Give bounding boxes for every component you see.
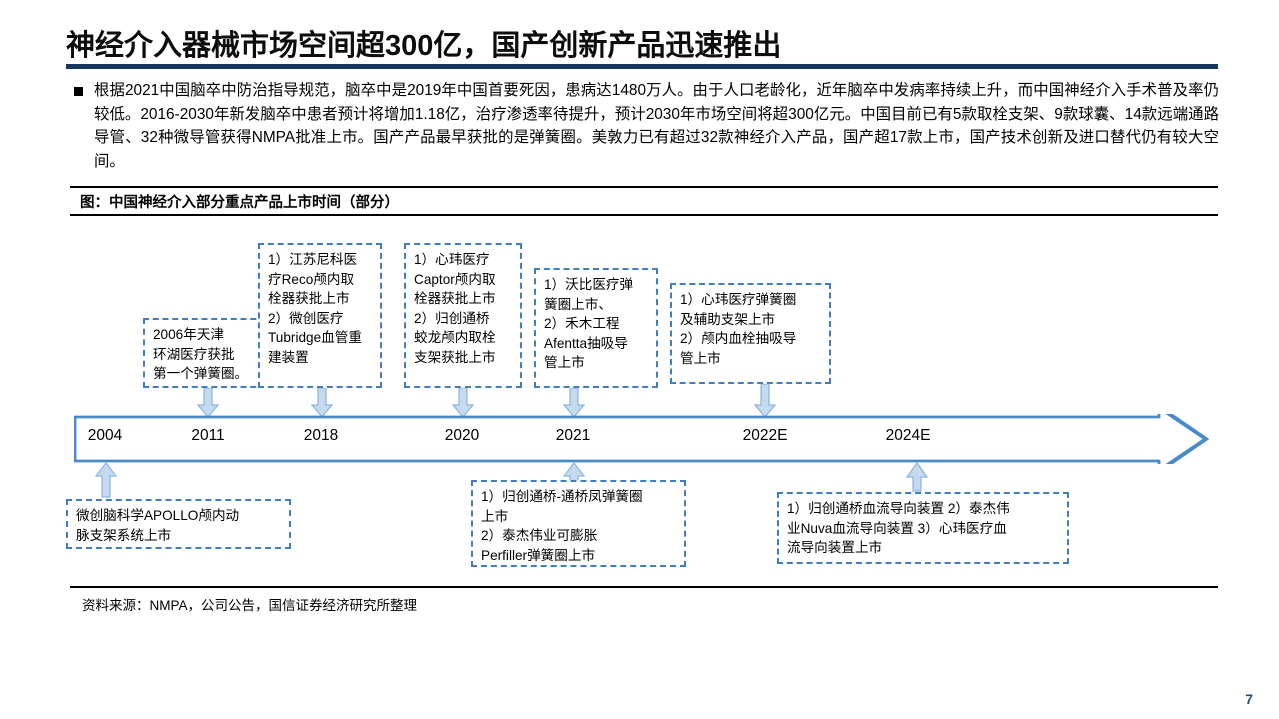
bullet-square-icon xyxy=(74,87,83,96)
callout-line: 2）颅内血栓抽吸导 xyxy=(680,331,797,347)
callout-line: 栓器获批上市 xyxy=(414,291,496,307)
callout-line: 1）江苏尼科医 xyxy=(268,252,358,267)
callout-box-2021-below: 1）归创通桥-通桥凤弹簧圈 上市 2）泰杰伟业可膨胀 Perfiller弹簧圈上… xyxy=(471,480,686,567)
callout-line: 流导向装置上市 xyxy=(787,540,883,556)
callout-box-2024e-below: 1）归创通桥血流导向装置 2）泰杰伟 业Nuva血流导向装置 3）心玮医疗血 流… xyxy=(777,492,1069,564)
callout-line: 栓器获批上市 xyxy=(268,291,350,307)
callout-line: 2）归创通桥 xyxy=(414,310,490,326)
callout-line: 疗Reco颅内取 xyxy=(268,271,355,287)
connector-arrow-down-2021 xyxy=(563,388,585,418)
bullet-paragraph: 根据2021中国脑卒中防治指导规范，脑卒中是2019年中国首要死因，患病达148… xyxy=(74,79,1219,173)
callout-line: 2）泰杰伟业可膨胀 xyxy=(481,528,598,544)
timeline-year-2011: 2011 xyxy=(191,427,225,444)
callout-line: 建装置 xyxy=(268,349,309,365)
callout-line: Tubridge血管重 xyxy=(268,330,362,346)
callout-line: Afentta抽吸导 xyxy=(544,335,628,351)
figure-rule-bottom xyxy=(70,214,1218,216)
timeline-year-2020: 2020 xyxy=(444,427,480,444)
callout-line: 脉支架系统上市 xyxy=(76,527,172,543)
callout-box-2011-above: 2006年天津 环湖医疗获批 第一个弹簧圈。 xyxy=(143,318,266,388)
timeline-year-labels: 2004 2011 2018 2020 2021 2022E 2024E xyxy=(74,414,1209,464)
page-number: 7 xyxy=(1245,691,1253,707)
callout-box-2020-above: 1）心玮医疗 Captor颅内取 栓器获批上市 2）归创通桥 蛟龙颅内取栓 支架… xyxy=(404,243,522,388)
bullet-text: 根据2021中国脑卒中防治指导规范，脑卒中是2019年中国首要死因，患病达148… xyxy=(94,82,1219,170)
figure-title: 图：中国神经介入部分重点产品上市时间（部分） xyxy=(80,195,399,211)
callout-line: 2006年天津 xyxy=(153,327,225,342)
callout-line: 支架获批上市 xyxy=(414,349,496,365)
callout-line: 上市 xyxy=(481,508,509,524)
callout-line: 2）禾木工程 xyxy=(544,316,620,332)
callout-line: Perfiller弹簧圈上市 xyxy=(481,547,596,563)
timeline-year-2018: 2018 xyxy=(303,427,339,444)
connector-arrow-down-2018 xyxy=(311,388,333,418)
callout-box-2021-above: 1）沃比医疗弹 簧圈上市、 2）禾木工程 Afentta抽吸导 管上市 xyxy=(534,268,658,388)
source-rule xyxy=(70,586,1218,588)
callout-line: 簧圈上市、 xyxy=(544,296,612,312)
connector-arrow-down-2020 xyxy=(452,388,474,418)
timeline-year-2024e: 2024E xyxy=(885,427,931,444)
callout-box-2022e-above: 1）心玮医疗弹簧圈 及辅助支架上市 2）颅内血栓抽吸导 管上市 xyxy=(670,283,831,384)
callout-line: 业Nuva血流导向装置 3）心玮医疗血 xyxy=(787,520,1007,536)
callout-line: 1）心玮医疗弹簧圈 xyxy=(680,292,797,307)
callout-line: 管上市 xyxy=(544,355,585,371)
figure-rule-top xyxy=(70,186,1218,188)
callout-line: 1）归创通桥血流导向装置 2）泰杰伟 xyxy=(787,501,1010,516)
source-text: 资料来源：NMPA，公司公告，国信证券经济研究所整理 xyxy=(82,598,418,613)
callout-line: 2）微创医疗 xyxy=(268,310,344,326)
timeline-year-2021: 2021 xyxy=(555,427,591,444)
callout-line: 蛟龙颅内取栓 xyxy=(414,330,496,346)
timeline-year-2022e: 2022E xyxy=(742,427,788,444)
page-title: 神经介入器械市场空间超300亿，国产创新产品迅速推出 xyxy=(66,30,782,62)
callout-line: 第一个弹簧圈。 xyxy=(153,366,249,382)
connector-arrow-down-2022e xyxy=(754,384,776,418)
callout-line: 1）心玮医疗 xyxy=(414,252,490,267)
callout-line: 微创脑科学APOLLO颅内动 xyxy=(76,508,240,523)
callout-line: 1）沃比医疗弹 xyxy=(544,277,634,292)
callout-line: Captor颅内取 xyxy=(414,271,496,287)
callout-line: 及辅助支架上市 xyxy=(680,311,776,327)
timeline-year-2004: 2004 xyxy=(87,427,123,444)
callout-box-2018-above: 1）江苏尼科医 疗Reco颅内取 栓器获批上市 2）微创医疗 Tubridge血… xyxy=(258,243,382,388)
connector-arrow-up-2024e xyxy=(906,462,928,492)
connector-arrow-down-2011 xyxy=(197,388,219,418)
connector-arrow-up-2004 xyxy=(95,462,117,498)
timeline-axis: 2004 2011 2018 2020 2021 2022E 2024E xyxy=(74,414,1209,464)
callout-line: 管上市 xyxy=(680,350,721,366)
title-underline xyxy=(66,64,1218,69)
callout-line: 1）归创通桥-通桥凤弹簧圈 xyxy=(481,489,643,504)
callout-line: 环湖医疗获批 xyxy=(153,346,235,362)
callout-box-2004-below: 微创脑科学APOLLO颅内动 脉支架系统上市 xyxy=(66,499,291,549)
